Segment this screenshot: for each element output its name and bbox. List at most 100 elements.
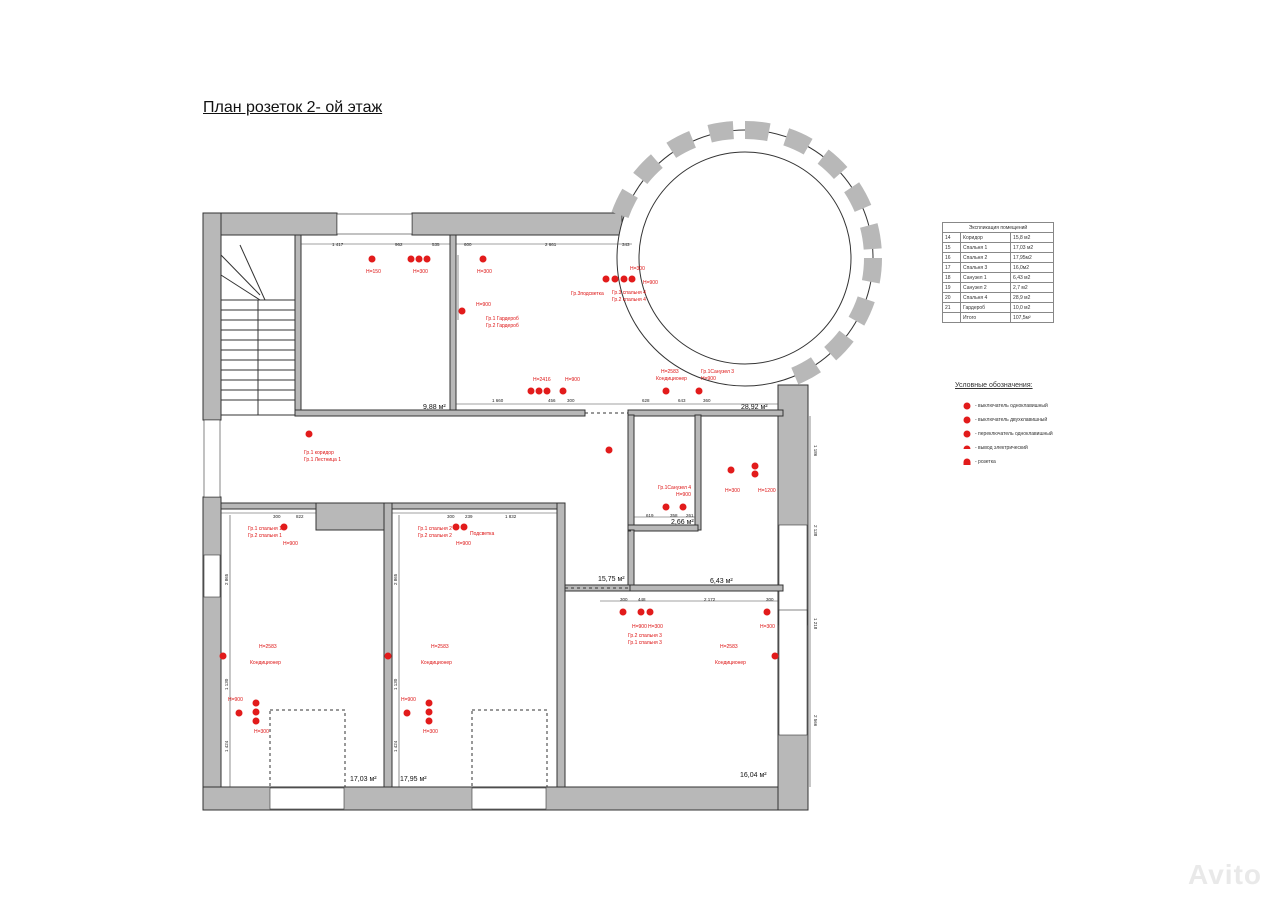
socket-icon [646,608,654,616]
height-label: Н=2583 [661,369,679,375]
height-label: Н=300 [413,269,428,275]
group-label: Гр.1 коридор [304,450,334,456]
dim-text: 962 [395,242,403,247]
group-label: Гр.2 спальня 1 [248,533,282,539]
area-bath2: 2,66 м² [671,519,694,526]
socket-icon [611,275,619,283]
socket-icon [425,708,433,716]
height-label: Н=300 [760,624,775,630]
group-label: Гр.1 спальня 3 [628,640,662,646]
legend-item: - выключатель одноклавишный [963,399,1115,413]
dim-text: 1 424 [393,740,398,752]
height-label: Н=300 [423,729,438,735]
dim-text: 1 130 [393,678,398,690]
dim-text: 239 [465,514,473,519]
height-label: Н=900 [456,541,471,547]
area-bedroom3: 16,04 м² [740,772,767,779]
socket-icon [751,470,759,478]
dim-text: 1 832 [505,514,517,519]
height-label: Н=900 [643,280,658,286]
area-bath1: 6,43 м² [710,578,733,585]
group-label: Гр.2 спальня 3 [628,633,662,639]
dim-text: 619 [646,513,654,518]
group-label: Гр.1Санузел 4 [658,485,691,491]
dim-text: 300 [766,597,774,602]
dimension-lines [221,243,811,787]
dim-text: 535 [432,242,440,247]
socket-icon [637,608,645,616]
dim-text: 456 [548,398,556,403]
socket-icon [535,387,543,395]
height-label: Н=300 [477,269,492,275]
group-label: Гр.2 спальня 4 [612,297,646,303]
height-label: Н=900 [228,697,243,703]
switch-icon [619,608,627,616]
height-label: Н=900 [401,697,416,703]
height-label: Н=300 [725,488,740,494]
height-label: Н=900 [632,624,647,630]
switch-icon [559,387,567,395]
switch-icon [235,709,243,717]
dim-text: 300 [447,514,455,519]
socket-icon [425,717,433,725]
switch-icon [458,307,466,315]
dim-text: 2 172 [704,597,716,602]
socket-icon [407,255,415,263]
height-label: Н=900 [701,376,716,382]
switch-icon [452,523,460,531]
group-label: Подсветка [470,531,494,537]
height-label: Н=2583 [259,644,277,650]
double-switch-icon [963,416,971,424]
socket-icon [963,458,971,465]
height-label: Н=900 [565,377,580,383]
legend-item: - выключатель двухклавишный [963,413,1115,427]
page-title: План розеток 2- ой этаж [203,99,383,116]
switch-icon [460,523,468,531]
dim-text: 1 417 [332,242,344,247]
socket-icon [527,387,535,395]
walls [202,120,883,811]
group-label: Гр.3подсветка [571,291,604,297]
group-label: Гр.1 спальня 1 [248,526,282,532]
legend: Условные обозначения: - выключатель одно… [955,382,1115,469]
dim-text: 822 [296,514,304,519]
group-label: Гр.1 Лестница 1 [304,457,341,463]
area-corridor: 15,75 м² [598,576,625,583]
electrical-outlet-icon [771,652,779,660]
socket-icon [602,275,610,283]
dim-text: 1 218 [813,618,818,630]
dim-text: 628 [642,398,650,403]
socket-icon [368,255,376,263]
dim-text: 2 865 [224,573,229,585]
electrical-outlet-icon [963,445,971,449]
dim-text: 1 186 [813,445,818,457]
electrical-outlet-icon [662,387,670,395]
dim-text: 360 [703,398,711,403]
socket-icon [727,466,735,474]
avito-logo: Avito [1188,859,1262,890]
socket-icon [423,255,431,263]
dim-text: 300 [273,514,281,519]
dim-text: 343 [622,242,630,247]
dim-text: 261 [686,513,694,518]
group-label: Кондиционер [715,660,746,666]
area-bedroom4: 28,92 м² [741,404,768,411]
socket-icon [415,255,423,263]
socket-icon [751,462,759,470]
height-label: Н=1200 [758,488,776,494]
switch-icon [280,523,288,531]
electrical-outlet-icon [662,503,670,511]
height-label: Н=2583 [431,644,449,650]
group-label: Кондиционер [421,660,452,666]
switch-icon [695,387,703,395]
socket-icon [252,717,260,725]
socket-icon [252,699,260,707]
height-label: Н=300 [254,729,269,735]
dim-text: 448 [638,597,646,602]
